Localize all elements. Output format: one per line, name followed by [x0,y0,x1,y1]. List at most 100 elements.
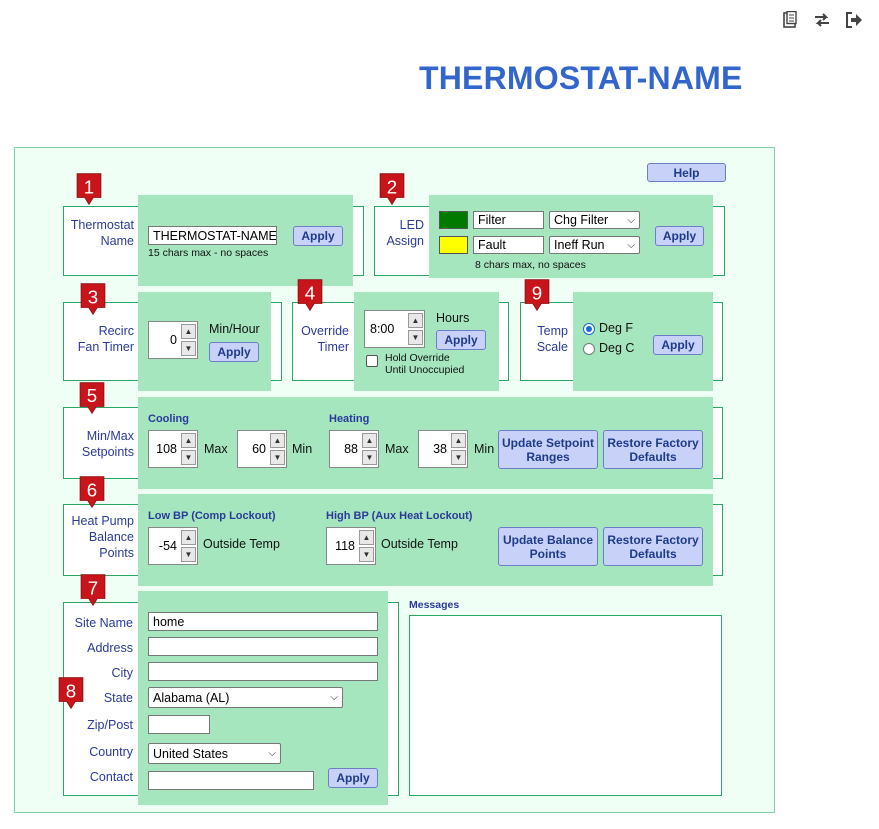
messages-label: Messages [409,599,460,611]
update-balance-points-button[interactable]: Update Balance Points [498,527,598,566]
led-fault-select[interactable]: Ineff Run⌵ [549,236,640,254]
stepper-down-icon[interactable]: ▼ [181,547,196,562]
svg-text:3: 3 [88,286,98,307]
heat-min-stepper[interactable]: 38 ▲ ▼ [418,430,468,468]
stepper-up-icon[interactable]: ▲ [181,530,196,545]
stepper-up-icon[interactable]: ▲ [270,433,285,448]
cool-max-label: Max [204,442,228,456]
stepper-down-icon[interactable]: ▼ [362,450,377,465]
contact-input[interactable] [148,771,314,790]
led-filter-select[interactable]: Chg Filter⌵ [549,211,640,229]
badge-9: 9 [524,279,550,312]
override-timer-unit: Hours [436,311,470,325]
zip-label: Zip/Post [87,718,133,732]
cool-min-value: 60 [252,442,266,456]
low-bp-outside-label: Outside Temp [203,537,280,551]
svg-text:1: 1 [84,176,94,197]
stepper-down-icon[interactable]: ▼ [451,450,466,465]
cool-max-value: 108 [156,442,177,456]
stepper-up-icon[interactable]: ▲ [362,433,377,448]
zip-input[interactable] [148,715,210,734]
messages-area [409,615,722,796]
thermostat-name-apply-button[interactable]: Apply [293,226,343,246]
stepper-up-icon[interactable]: ▲ [181,433,196,448]
help-button[interactable]: Help [647,163,726,182]
override-timer-stepper[interactable]: 8:00 ▲ ▼ [364,310,425,348]
led-filter-name-input[interactable]: Filter [473,211,544,229]
site-name-input[interactable]: home [148,612,378,631]
cool-min-stepper[interactable]: 60 ▲ ▼ [237,430,287,468]
override-timer-apply-button[interactable]: Apply [436,330,486,350]
restore-balance-defaults-button[interactable]: Restore Factory Defaults [603,527,703,566]
low-bp-stepper[interactable]: -54 ▲ ▼ [148,527,198,565]
badge-5: 5 [79,382,105,415]
address-input[interactable] [148,637,378,656]
recirc-fan-apply-button[interactable]: Apply [209,342,259,362]
stepper-up-icon[interactable]: ▲ [408,313,423,328]
low-bp-value: -54 [158,539,177,553]
svg-text:9: 9 [532,282,542,303]
stepper-up-icon[interactable]: ▲ [451,433,466,448]
city-label: City [111,666,133,680]
svg-text:2: 2 [387,176,397,197]
chevron-down-icon: ⌵ [627,239,635,251]
badge-8: 8 [58,677,84,710]
high-bp-outside-label: Outside Temp [381,537,458,551]
address-label: Address [87,641,133,655]
deg-f-label: Deg F [599,321,634,335]
chevron-down-icon: ⌵ [268,748,276,759]
fault-led-color-swatch[interactable] [439,236,468,254]
stepper-up-icon[interactable]: ▲ [359,530,374,545]
badge-1: 1 [76,173,102,206]
city-input[interactable] [148,662,378,681]
temp-scale-apply-button[interactable]: Apply [653,335,703,355]
heat-max-stepper[interactable]: 88 ▲ ▼ [329,430,379,468]
deg-c-radio[interactable] [583,343,595,355]
logout-icon[interactable] [844,10,864,30]
led-assign-hint: 8 chars max, no spaces [475,259,586,271]
page-title: THERMOSTAT-NAME [419,60,743,96]
led-assign-apply-button[interactable]: Apply [655,226,704,246]
recirc-fan-unit: Min/Hour [209,322,260,336]
stepper-down-icon[interactable]: ▼ [408,330,423,345]
high-bp-value: 118 [335,539,355,553]
swap-icon[interactable] [812,10,832,30]
clipboard-icon[interactable] [780,10,800,30]
filter-led-color-swatch[interactable] [439,211,468,229]
thermostat-name-hint: 15 chars max - no spaces [148,247,269,259]
heat-max-value: 88 [344,442,358,456]
deg-f-radio[interactable] [583,323,595,335]
high-bp-label: High BP (Aux Heat Lockout) [326,510,473,522]
heat-max-label: Max [385,442,409,456]
deg-c-label: Deg C [599,341,635,355]
stepper-down-icon[interactable]: ▼ [359,547,374,562]
cool-min-label: Min [292,442,313,456]
restore-setpoint-defaults-button[interactable]: Restore Factory Defaults [603,430,703,469]
led-fault-name-input[interactable]: Fault [473,236,544,254]
heating-label: Heating [329,413,370,425]
stepper-up-icon[interactable]: ▲ [181,324,196,339]
update-setpoint-ranges-button[interactable]: Update Setpoint Ranges [498,430,598,469]
contact-label: Contact [89,770,133,784]
site-info-apply-button[interactable]: Apply [328,768,378,788]
stepper-down-icon[interactable]: ▼ [181,341,196,356]
recirc-fan-stepper[interactable]: 0 ▲ ▼ [148,321,198,359]
country-select[interactable]: United States⌵ [148,743,281,764]
state-label: State [103,691,133,705]
stepper-down-icon[interactable]: ▼ [270,450,285,465]
stepper-down-icon[interactable]: ▼ [181,450,196,465]
high-bp-stepper[interactable]: 118 ▲ ▼ [326,527,376,565]
chevron-down-icon: ⌵ [330,692,338,703]
state-select[interactable]: Alabama (AL)⌵ [148,687,343,708]
svg-text:6: 6 [87,479,97,500]
site-name-label: Site Name [74,616,133,630]
hold-override-checkbox[interactable] [366,355,378,367]
cool-max-stepper[interactable]: 108 ▲ ▼ [148,430,198,468]
top-toolbar [780,10,864,30]
thermostat-name-input[interactable]: THERMOSTAT-NAME [148,226,277,245]
